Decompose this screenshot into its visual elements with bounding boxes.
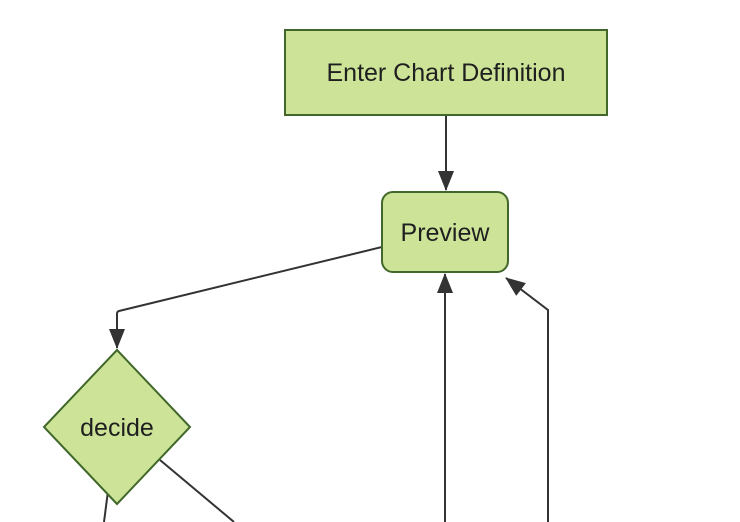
edge-offscreen-edit-to-preview (505, 277, 549, 522)
node-preview: Preview (381, 191, 509, 273)
node-decide: decide (42, 348, 192, 506)
node-enter-chart-definition: Enter Chart Definition (284, 29, 608, 116)
node-decide-label: decide (80, 414, 154, 442)
edge-group (103, 115, 549, 522)
node-preview-label: Preview (401, 219, 491, 247)
edge-decide-to-offscreen-left (103, 490, 109, 522)
edge-preview-to-decide (109, 246, 383, 349)
node-preview-shape (381, 191, 509, 273)
node-enter-chart-definition-shape (284, 29, 608, 116)
node-enter-chart-definition-label: Enter Chart Definition (326, 59, 565, 87)
edge-decide-to-offscreen-right (159, 459, 235, 522)
node-decide-shape (42, 348, 192, 506)
